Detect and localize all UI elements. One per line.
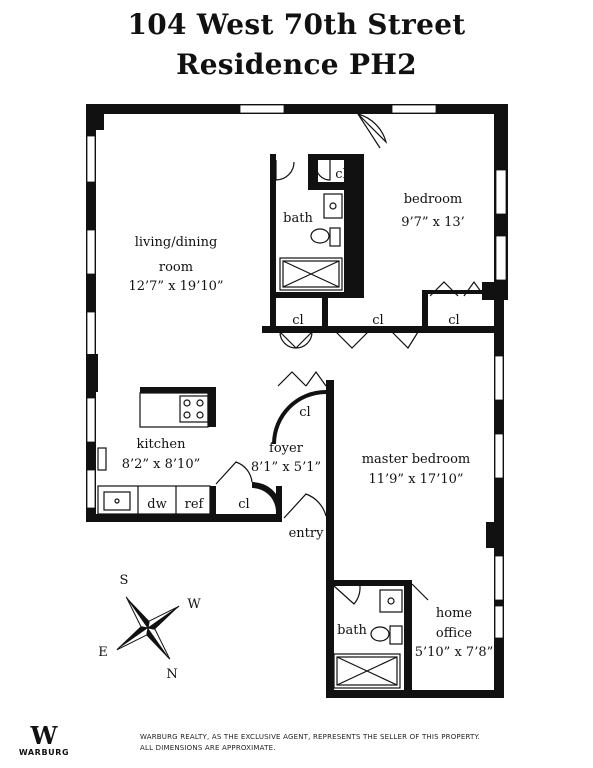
label-master-dims: 11’9” x 17’10” bbox=[368, 472, 463, 487]
label-foyer-dims: 8’1” x 5’1” bbox=[251, 460, 321, 475]
label-office-name2: office bbox=[436, 626, 473, 641]
label-dw: dw bbox=[147, 497, 166, 512]
label-master-name: master bedroom bbox=[362, 452, 471, 467]
title-address: 104 West 70th Street bbox=[127, 8, 466, 41]
compass-e: E bbox=[98, 645, 108, 660]
label-bath2: bath bbox=[337, 623, 367, 638]
doors bbox=[215, 113, 485, 605]
compass-n: N bbox=[166, 667, 177, 682]
windows bbox=[86, 104, 507, 639]
label-bath1: bath bbox=[283, 211, 313, 226]
compass-w: W bbox=[187, 597, 201, 612]
label-living-dims: 12’7” x 19’10” bbox=[128, 279, 223, 294]
label-closet-bath1: cl bbox=[335, 167, 346, 182]
disclaimer: WARBURG REALTY, AS THE EXCLUSIVE AGENT, … bbox=[140, 732, 480, 754]
title-residence: Residence PH2 bbox=[176, 48, 417, 81]
label-ref: ref bbox=[185, 497, 205, 512]
logo-mark: W bbox=[30, 721, 58, 750]
label-kitchen-name: kitchen bbox=[137, 437, 187, 452]
disclaimer-line2: ALL DIMENSIONS ARE APPROXIMATE. bbox=[140, 744, 276, 752]
interior-walls bbox=[86, 154, 488, 698]
label-kitchen-dims: 8’2” x 8’10” bbox=[122, 457, 201, 472]
label-living-name1: living/dining bbox=[135, 235, 218, 250]
disclaimer-line1: WARBURG REALTY, AS THE EXCLUSIVE AGENT, … bbox=[140, 733, 480, 741]
compass-s: S bbox=[120, 573, 129, 588]
label-entry: entry bbox=[289, 526, 325, 541]
label-bedroom-dims: 9’7” x 13’ bbox=[401, 215, 465, 230]
label-closet-3: cl bbox=[448, 313, 459, 328]
label-office-dims: 5’10” x 7’8” bbox=[415, 645, 494, 660]
label-closet-1: cl bbox=[292, 313, 303, 328]
room-labels: living/dining room 12’7” x 19’10” bedroo… bbox=[122, 167, 494, 660]
warburg-logo: W WARBURG bbox=[16, 721, 72, 758]
label-living-name2: room bbox=[159, 260, 193, 275]
label-closet-2: cl bbox=[372, 313, 383, 328]
label-bedroom-name: bedroom bbox=[404, 192, 463, 207]
fixtures bbox=[97, 193, 403, 689]
label-office-name1: home bbox=[436, 606, 473, 621]
logo-text: WARBURG bbox=[18, 748, 70, 757]
compass-rose bbox=[116, 596, 180, 660]
label-closet-foyer: cl bbox=[299, 405, 310, 420]
label-foyer-name: foyer bbox=[269, 441, 304, 456]
label-closet-kitchen: cl bbox=[238, 497, 249, 512]
